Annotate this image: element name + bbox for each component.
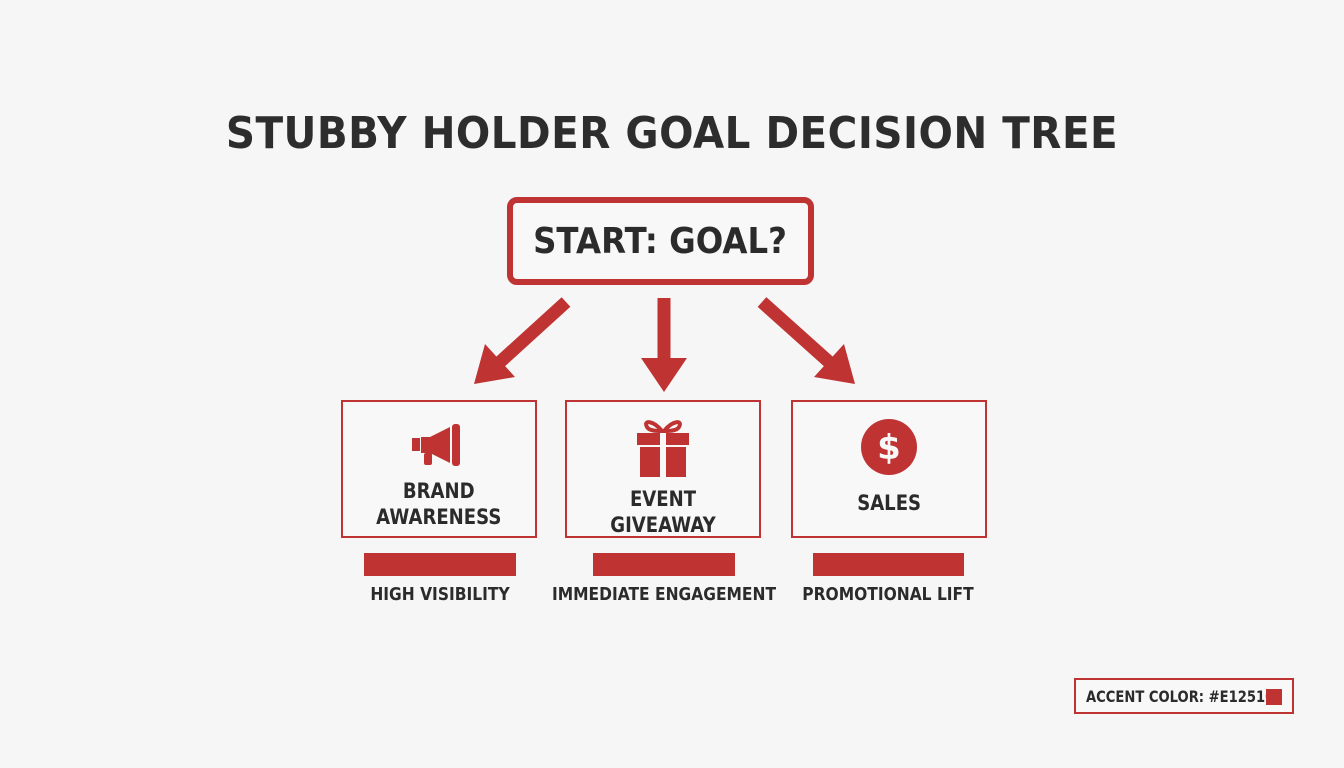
- outcome-label-sales: PROMOTIONAL LIFT: [802, 584, 974, 605]
- diagram-title: STUBBY HOLDER GOAL DECISION TREE: [225, 108, 1119, 159]
- outcome-bar-sales: [813, 553, 964, 576]
- outcome-label-event-giveaway: IMMEDIATE ENGAGEMENT: [551, 584, 777, 605]
- svg-text:$: $: [877, 428, 901, 468]
- dollar-icon: $: [859, 416, 919, 478]
- arrow-to-sales: [757, 297, 855, 384]
- goal-label: EVENT GIVEAWAY: [610, 487, 716, 537]
- outcome-bar-brand-awareness: [364, 553, 516, 576]
- goal-label: SALES: [857, 491, 921, 515]
- goal-node-brand-awareness: BRAND AWARENESS: [341, 400, 537, 538]
- goal-node-event-giveaway: EVENT GIVEAWAY: [565, 400, 761, 538]
- goal-label: BRAND AWARENESS: [376, 479, 502, 529]
- gift-icon: [633, 416, 693, 478]
- outcome-label-brand-awareness: HIGH VISIBILITY: [370, 584, 510, 605]
- megaphone-icon: [409, 416, 469, 478]
- outcome-bar-event-giveaway: [593, 553, 735, 576]
- arrow-to-brand-awareness: [474, 297, 571, 384]
- start-node-label: START: GOAL?: [533, 220, 788, 262]
- goal-node-sales: $ SALES: [791, 400, 987, 538]
- start-node: START: GOAL?: [507, 197, 814, 285]
- accent-color-legend: ACCENT COLOR: #E1251C: [1074, 678, 1294, 714]
- arrow-to-event-giveaway: [641, 298, 687, 392]
- accent-color-swatch: [1266, 689, 1282, 705]
- legend-label: ACCENT COLOR: #E1251C: [1086, 686, 1275, 706]
